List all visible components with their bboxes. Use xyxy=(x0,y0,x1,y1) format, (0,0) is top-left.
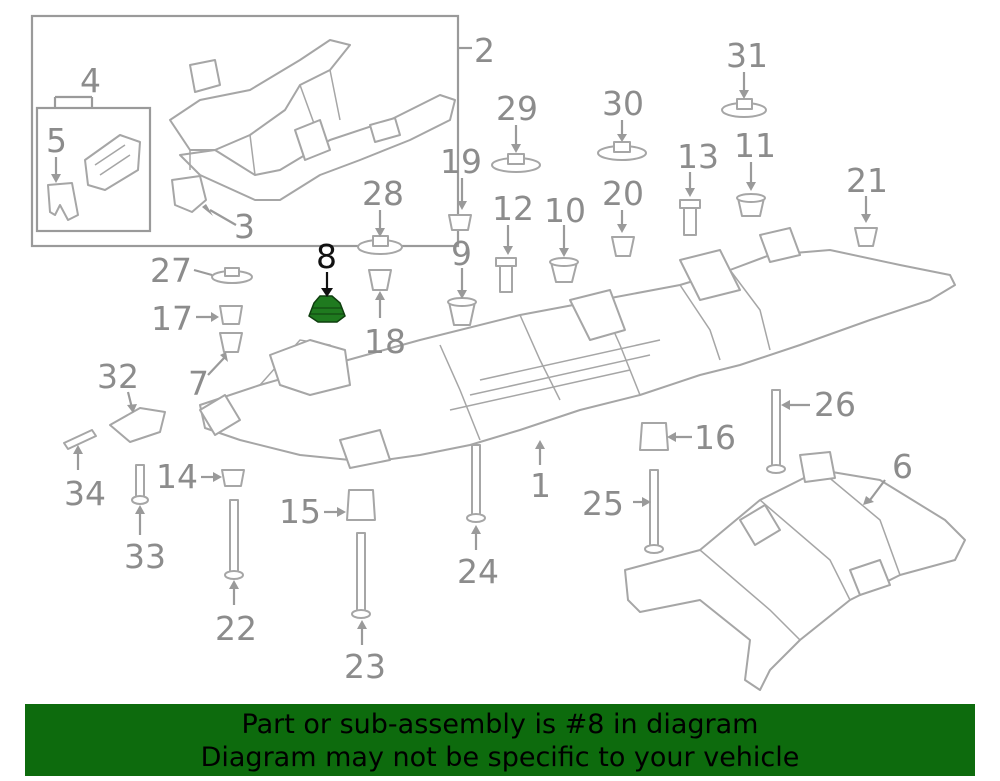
callout-34: 34 xyxy=(64,474,106,513)
callout-26: 26 xyxy=(814,385,856,424)
bushing-21[interactable] xyxy=(854,227,878,247)
callout-14: 14 xyxy=(156,457,198,496)
bushing-17[interactable] xyxy=(219,305,243,325)
callout-9: 9 xyxy=(451,234,472,273)
bolt-23[interactable] xyxy=(351,532,371,619)
callout-3: 3 xyxy=(234,207,255,246)
bolt-13[interactable] xyxy=(679,199,701,236)
bolt-25[interactable] xyxy=(644,469,664,554)
bracket-32[interactable] xyxy=(109,407,166,443)
grommet-29[interactable] xyxy=(491,153,541,173)
bolt-33[interactable] xyxy=(131,464,149,505)
front-frame-section-2[interactable] xyxy=(169,39,456,201)
bracket-3[interactable] xyxy=(171,175,207,213)
bushing-9[interactable] xyxy=(447,297,477,326)
callout-27: 27 xyxy=(150,251,192,290)
bolt-24[interactable] xyxy=(466,444,486,523)
callout-29: 29 xyxy=(496,89,538,128)
callout-labels: 1 2 3 4 5 6 7 8 9 10 11 12 13 14 15 16 1… xyxy=(46,31,913,686)
callout-31: 31 xyxy=(726,36,768,75)
highlighted-part-8[interactable] xyxy=(308,295,346,323)
cushion-16[interactable] xyxy=(639,422,669,451)
bushing-19[interactable] xyxy=(448,214,472,231)
callout-19: 19 xyxy=(440,142,482,181)
main-frame-1[interactable] xyxy=(199,227,956,469)
callout-23: 23 xyxy=(344,647,386,686)
bracket-5[interactable] xyxy=(47,182,79,221)
callout-32: 32 xyxy=(97,357,139,396)
callout-18: 18 xyxy=(364,322,406,361)
callout-16: 16 xyxy=(694,418,736,457)
bushing-20[interactable] xyxy=(611,236,635,257)
bushing-11[interactable] xyxy=(736,193,766,217)
callout-4: 4 xyxy=(80,61,101,100)
callout-25: 25 xyxy=(582,484,624,523)
bolt-22[interactable] xyxy=(224,499,244,580)
grommet-28[interactable] xyxy=(357,235,403,255)
callout-24: 24 xyxy=(457,552,499,591)
grommet-31[interactable] xyxy=(721,98,767,118)
callout-15: 15 xyxy=(279,492,321,531)
bushing-14[interactable] xyxy=(221,469,245,487)
mount-block-4[interactable] xyxy=(84,134,141,191)
grommet-27[interactable] xyxy=(211,267,253,284)
info-banner: Part or sub-assembly is #8 in diagram Di… xyxy=(25,704,975,776)
leader-lines xyxy=(51,72,886,645)
grommet-30[interactable] xyxy=(597,141,647,161)
callout-2: 2 xyxy=(474,31,495,70)
bushing-7[interactable] xyxy=(219,332,243,353)
pin-34[interactable] xyxy=(63,429,97,450)
callout-11: 11 xyxy=(734,126,776,165)
banner-line-2: Diagram may not be specific to your vehi… xyxy=(200,742,800,773)
banner-line-1: Part or sub-assembly is #8 in diagram xyxy=(241,709,759,740)
callout-30: 30 xyxy=(602,84,644,123)
callout-28: 28 xyxy=(362,174,404,213)
cushion-15[interactable] xyxy=(346,489,376,521)
callout-21: 21 xyxy=(846,161,888,200)
callout-1: 1 xyxy=(530,466,551,505)
bushing-10[interactable] xyxy=(549,257,579,283)
callout-20: 20 xyxy=(602,174,644,213)
callout-22: 22 xyxy=(215,609,257,648)
callout-13: 13 xyxy=(677,137,719,176)
inset-box-2 xyxy=(30,14,472,248)
callout-17: 17 xyxy=(151,299,193,338)
callout-8: 8 xyxy=(316,237,337,276)
bolt-12[interactable] xyxy=(495,257,517,293)
bushing-18[interactable] xyxy=(368,269,392,291)
callout-5: 5 xyxy=(46,121,67,160)
callout-6: 6 xyxy=(892,447,913,486)
callout-10: 10 xyxy=(544,191,586,230)
callout-12: 12 xyxy=(492,189,534,228)
callout-7: 7 xyxy=(188,364,209,403)
callout-33: 33 xyxy=(124,537,166,576)
bolt-26[interactable] xyxy=(766,389,786,474)
rear-subframe-6[interactable] xyxy=(624,451,966,691)
